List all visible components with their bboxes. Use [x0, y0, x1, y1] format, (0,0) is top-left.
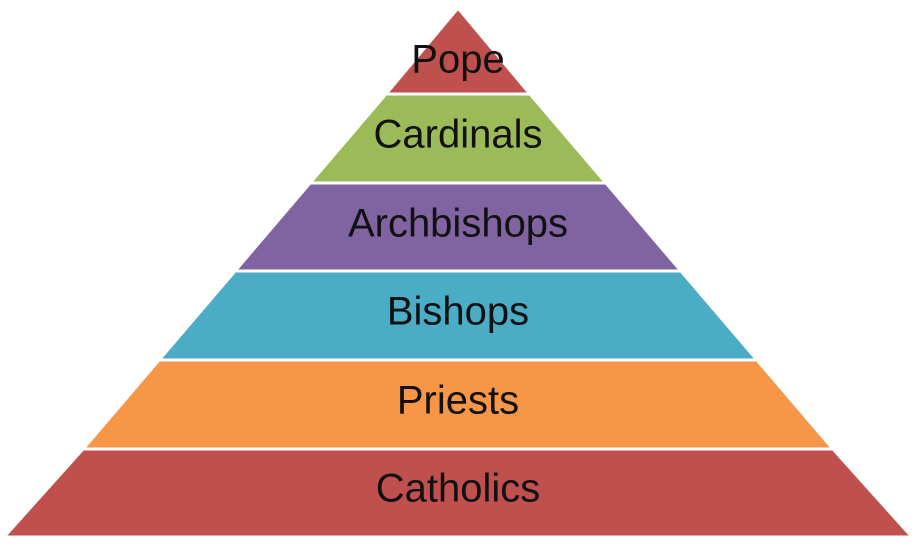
tier-bishops-label: Bishops	[387, 290, 529, 334]
tier-priests: Priests	[79, 358, 837, 451]
tier-catholics-shape	[0, 447, 916, 539]
tier-bishops: Bishops	[155, 269, 761, 362]
tier-archbishops-label: Archbishops	[348, 202, 568, 246]
tier-pope: Pope	[382, 5, 534, 96]
tier-cardinals: Cardinals	[306, 92, 610, 185]
tier-archbishops: Archbishops	[231, 181, 685, 273]
tier-cardinals-label: Cardinals	[374, 113, 543, 157]
tier-catholics: Catholics	[0, 447, 916, 539]
tier-catholics-label: Catholics	[376, 467, 541, 511]
tier-priests-label: Priests	[397, 379, 519, 423]
tier-pope-label: Pope	[411, 38, 504, 82]
